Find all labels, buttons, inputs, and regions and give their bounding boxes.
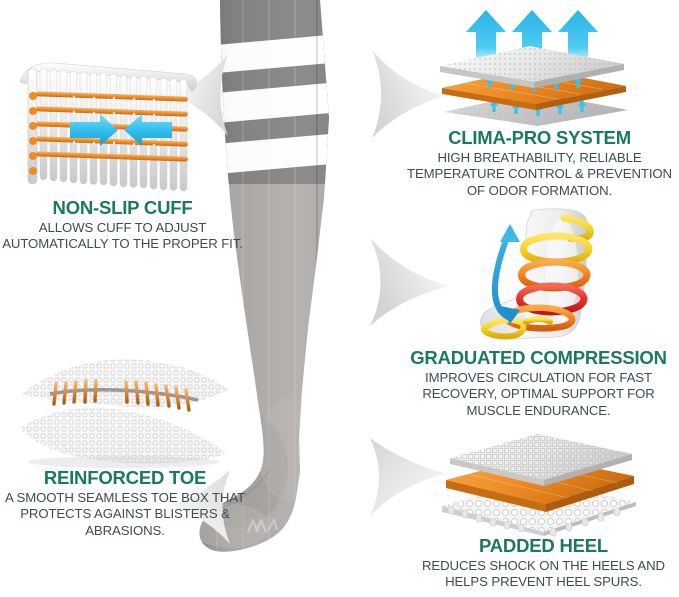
feature-title-reinforced-toe: REINFORCED TOE [43, 467, 207, 488]
feature-desc-non-slip-cuff: ALLOWS CUFF TO ADJUST AUTOMATICALLY TO T… [2, 220, 243, 252]
feature-title-clima-pro-system: CLIMA-PRO SYSTEM [448, 127, 631, 148]
feature-text-clima-pro-system: CLIMA-PRO SYSTEM HIGH BREATHABILITY, REL… [400, 127, 679, 199]
illustration-graduated-compression [466, 206, 634, 346]
heel-top-mesh-layer [450, 434, 632, 486]
feature-title-non-slip-cuff: NON-SLIP CUFF [52, 197, 193, 218]
pointer-to-reinforced-toe [168, 468, 234, 548]
pointer-to-graduated-compression [366, 236, 452, 328]
feature-text-padded-heel: PADDED HEEL REDUCES SHOCK ON THE HEELS A… [408, 535, 679, 591]
illustration-padded-heel [438, 418, 640, 536]
feature-text-reinforced-toe: REINFORCED TOE A SMOOTH SEAMLESS TOE BOX… [0, 467, 250, 539]
feature-title-padded-heel: PADDED HEEL [478, 535, 609, 556]
cuff-grip-arrows [70, 114, 172, 146]
illustration-non-slip-cuff [14, 52, 204, 197]
feature-desc-graduated-compression: IMPROVES CIRCULATION FOR FAST RECOVERY, … [422, 370, 655, 418]
feature-text-graduated-compression: GRADUATED COMPRESSION IMPROVES CIRCULATI… [398, 347, 679, 419]
pointer-to-clima-pro [368, 48, 448, 140]
illustration-reinforced-toe [12, 342, 234, 468]
feature-desc-padded-heel: REDUCES SHOCK ON THE HEELS AND HELPS PRE… [422, 558, 665, 590]
feature-title-graduated-compression: GRADUATED COMPRESSION [410, 347, 667, 368]
pointer-to-padded-heel [366, 436, 450, 520]
feature-desc-clima-pro-system: HIGH BREATHABILITY, RELIABLE TEMPERATURE… [407, 150, 672, 198]
sock-brand-emboss [246, 517, 279, 533]
circulation-arrow [491, 224, 520, 324]
pointer-to-cuff [170, 50, 232, 140]
illustration-clima-pro-system [438, 2, 634, 126]
feature-text-non-slip-cuff: NON-SLIP CUFF ALLOWS CUFF TO ADJUST AUTO… [0, 197, 245, 253]
feature-desc-reinforced-toe: A SMOOTH SEAMLESS TOE BOX THAT PROTECTS … [4, 490, 246, 538]
